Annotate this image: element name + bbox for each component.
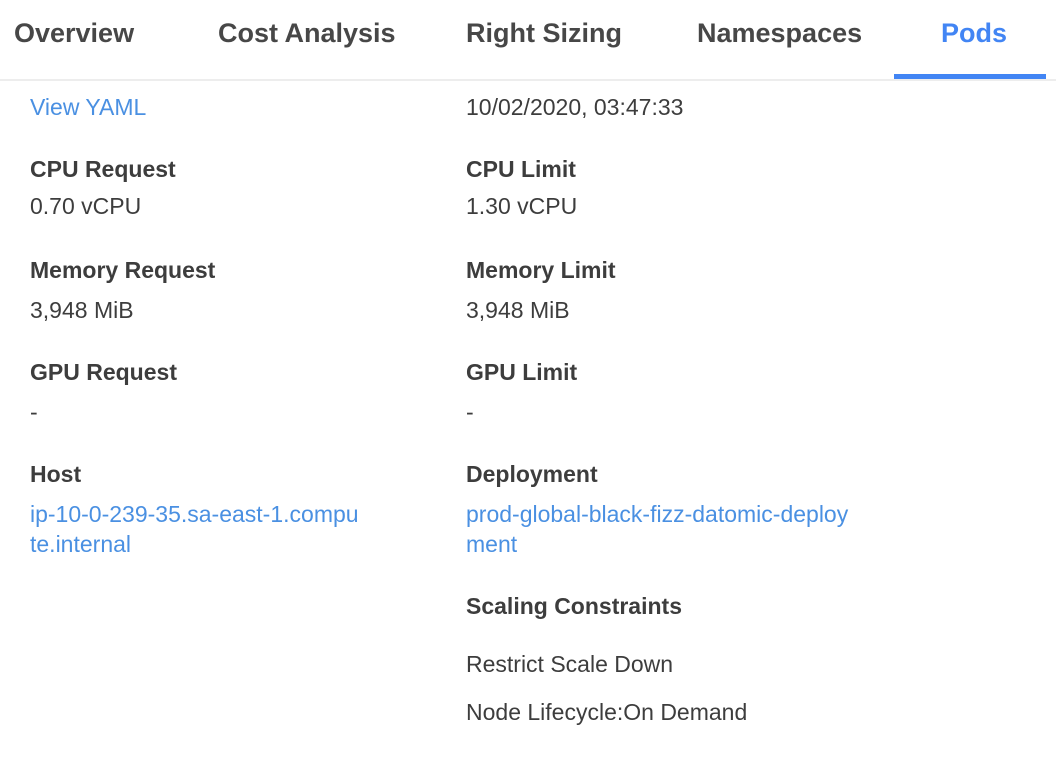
memory-request-label: Memory Request	[30, 257, 216, 283]
tab-overview[interactable]: Overview	[14, 18, 135, 48]
memory-request-value: 3,948 MiB	[30, 297, 134, 323]
active-tab-underline	[894, 74, 1046, 79]
scaling-constraint-item: Restrict Scale Down	[466, 651, 674, 677]
tab-bar: Overview Cost Analysis Right Sizing Name…	[0, 0, 1056, 81]
scaling-constraint-item: Node Lifecycle:On Demand	[466, 699, 748, 725]
memory-limit-label: Memory Limit	[466, 257, 616, 283]
memory-limit-value: 3,948 MiB	[466, 297, 570, 323]
deployment-link[interactable]: prod-global-black-fizz-datomic-deploymen…	[466, 501, 849, 557]
host-label: Host	[30, 461, 82, 487]
cpu-request-label: CPU Request	[30, 156, 176, 182]
tab-right-sizing[interactable]: Right Sizing	[466, 18, 622, 48]
cpu-request-value: 0.70 vCPU	[30, 193, 142, 219]
scaling-constraints-label: Scaling Constraints	[466, 593, 682, 619]
tab-namespaces[interactable]: Namespaces	[697, 18, 863, 48]
deployment-label: Deployment	[466, 461, 598, 487]
gpu-limit-value: -	[466, 399, 474, 425]
host-link[interactable]: ip-10-0-239-35.sa-east-1.compute.interna…	[30, 501, 359, 557]
last-updated-timestamp: 10/02/2020, 03:47:33	[466, 94, 684, 120]
gpu-request-value: -	[30, 399, 38, 425]
gpu-limit-label: GPU Limit	[466, 359, 578, 385]
tab-cost-analysis[interactable]: Cost Analysis	[218, 18, 396, 48]
view-yaml-link[interactable]: View YAML	[30, 94, 147, 120]
cpu-limit-label: CPU Limit	[466, 156, 576, 182]
tab-pods[interactable]: Pods	[941, 18, 1008, 48]
gpu-request-label: GPU Request	[30, 359, 177, 385]
cpu-limit-value: 1.30 vCPU	[466, 193, 578, 219]
